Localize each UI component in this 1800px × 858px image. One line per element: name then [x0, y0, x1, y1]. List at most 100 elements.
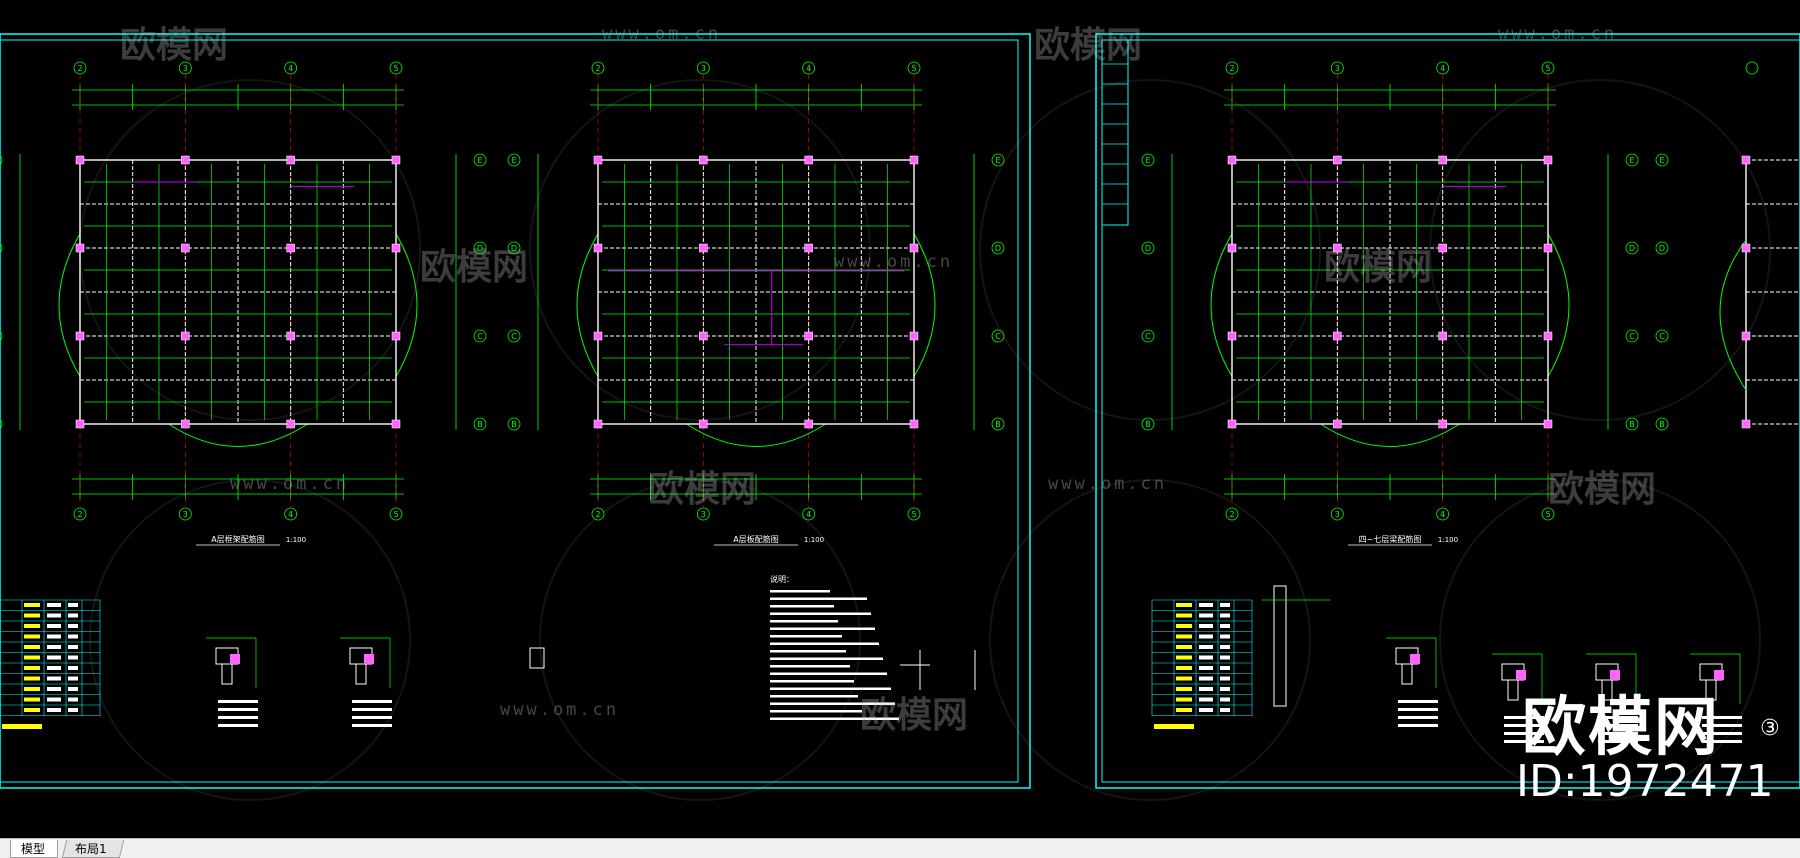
column — [1438, 155, 1447, 165]
table-cell-text — [1220, 666, 1230, 670]
column — [699, 331, 708, 341]
table-cell-text — [1199, 624, 1213, 628]
detail-hatch — [1516, 670, 1526, 680]
grid-label-number: 4 — [288, 64, 293, 73]
table-cell-text — [68, 655, 78, 660]
table-cell-text — [24, 634, 40, 639]
grid-label-letter: D — [1145, 244, 1151, 253]
watermark-logo: 欧模网 — [860, 695, 969, 736]
plan-scale: 1:100 — [286, 536, 306, 544]
grid-label-letter: E — [1629, 156, 1634, 165]
grid-label-letter: E — [995, 156, 1000, 165]
detail-hatch — [1610, 670, 1620, 680]
corner-mark: ③ — [1760, 716, 1780, 741]
sheet-frame-right-inner — [1101, 39, 1800, 783]
grid-label-letter: D — [511, 244, 517, 253]
column — [75, 419, 85, 429]
table-cell-text — [68, 697, 78, 702]
column — [699, 155, 708, 165]
column — [699, 419, 708, 429]
table-cell-text — [24, 603, 40, 607]
table-cell-text — [1176, 624, 1192, 628]
notes-line — [770, 620, 838, 623]
table-cell-text — [24, 708, 40, 712]
column — [1741, 243, 1751, 253]
column — [1741, 419, 1751, 429]
curved-bay — [168, 423, 308, 447]
notes-line — [770, 687, 891, 690]
grid-label-number: 3 — [1335, 510, 1340, 519]
grid-label-letter: D — [995, 244, 1001, 253]
table-cell-text — [47, 708, 61, 712]
curved-bay — [576, 233, 599, 377]
detail-note — [1702, 732, 1742, 735]
watermark-url: www.om.cn — [834, 252, 954, 272]
grid-label-number: 2 — [1229, 64, 1234, 73]
plan-outline — [597, 159, 915, 425]
detail-note — [1398, 724, 1438, 727]
table-cell-text — [1220, 624, 1230, 628]
table-cell-text — [47, 613, 61, 618]
table-cell-text — [47, 687, 61, 691]
detail-section — [1401, 663, 1413, 685]
sheet-frame-left-outer — [0, 33, 1031, 789]
column — [593, 331, 603, 341]
table-cell-text — [47, 634, 61, 639]
curved-bay — [1547, 233, 1570, 377]
detail-hatch — [364, 654, 374, 664]
table-caption — [2, 724, 42, 729]
notes-line — [770, 627, 875, 630]
layout-tab-bar: 模型 布局1 — [0, 838, 1800, 858]
table-cell-text — [1176, 687, 1192, 691]
notes-line — [770, 605, 834, 608]
notes-line — [770, 597, 867, 600]
detail-section — [1507, 679, 1519, 701]
watermark-id: ID:1972471 — [1516, 756, 1774, 807]
grid-label-number: 5 — [1545, 510, 1550, 519]
table-cell-text — [1199, 687, 1213, 691]
detail-note — [1398, 716, 1438, 719]
tab-layout1[interactable]: 布局1 — [61, 840, 125, 858]
detail-note — [218, 700, 258, 703]
grid-bubble — [1745, 61, 1759, 75]
column — [181, 243, 190, 253]
table-cell-text — [1199, 708, 1213, 712]
cad-model-space[interactable]: 22334455EEDDCCBBA层框架配筋图1:10022334455EEDD… — [0, 0, 1800, 838]
grid-bubble — [1655, 417, 1669, 431]
column — [804, 243, 813, 253]
detail-note — [1398, 708, 1438, 711]
table-cell-text — [47, 697, 61, 702]
grid-label-number: 5 — [911, 510, 916, 519]
cad-drawing[interactable]: 22334455EEDDCCBBA层框架配筋图1:10022334455EEDD… — [0, 0, 1800, 838]
watermark-url: www.om.cn — [500, 700, 620, 720]
detail-note — [1702, 716, 1742, 719]
grid-bubble — [1655, 241, 1669, 255]
column — [909, 243, 919, 253]
column — [1543, 155, 1553, 165]
detail-section — [1601, 679, 1613, 701]
column — [181, 419, 190, 429]
detail-note — [218, 708, 258, 711]
column — [909, 155, 919, 165]
table-cell-text — [24, 676, 40, 681]
column — [804, 331, 813, 341]
table-cell-text — [1220, 687, 1230, 691]
table-cell-text — [1220, 697, 1230, 702]
table-cell-text — [1176, 613, 1192, 618]
grid-label-letter: E — [1659, 156, 1664, 165]
grid-label-number: 5 — [393, 510, 398, 519]
column — [1333, 155, 1342, 165]
table-cell-text — [24, 666, 40, 670]
grid-bubble — [0, 331, 3, 341]
table-cell-text — [68, 687, 78, 691]
title-block-strip — [1101, 39, 1129, 226]
grid-label-letter: D — [477, 244, 483, 253]
column — [593, 243, 603, 253]
detail-section — [529, 647, 545, 669]
watermark-url: www.om.cn — [1048, 474, 1168, 494]
tab-model[interactable]: 模型 — [10, 840, 58, 858]
column — [1543, 419, 1553, 429]
grid-label-number: 4 — [806, 510, 811, 519]
table-cell-text — [24, 645, 40, 649]
watermark-circle — [79, 79, 421, 421]
